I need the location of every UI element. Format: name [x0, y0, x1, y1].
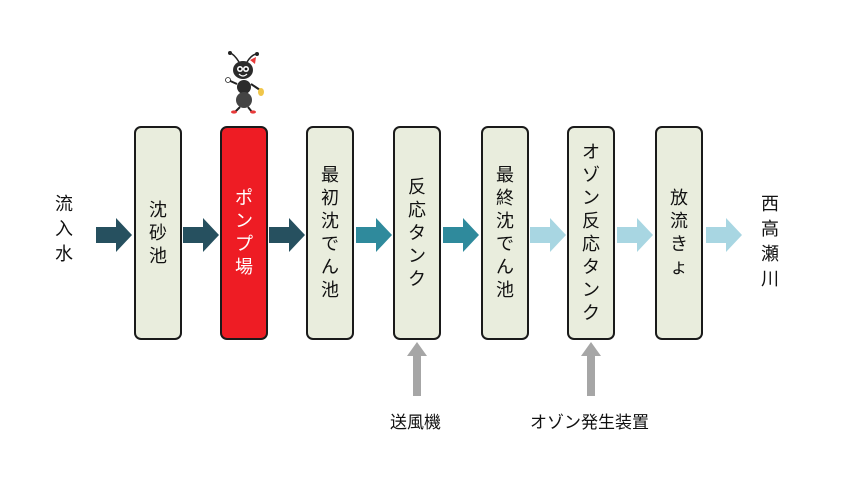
blower-label: 送風機 [390, 413, 441, 433]
flow-arrow-5 [443, 218, 479, 252]
label-char: 流 [670, 211, 688, 232]
label-char: 反 [582, 211, 600, 232]
label-char: 流 [55, 194, 73, 215]
label-char: ょ [670, 257, 688, 278]
flow-arrow-8 [706, 218, 742, 252]
label-char: プ [235, 234, 253, 255]
ozone-generator-label: オゾン発生装置 [530, 413, 649, 433]
label-char: 池 [149, 245, 167, 267]
inflow-label: 流入水 [52, 192, 76, 267]
label-char: 沈 [321, 211, 339, 232]
label-char: 場 [235, 257, 253, 278]
vertical-label-text: 最初沈でん池 [318, 164, 342, 302]
label-char: 西 [761, 194, 779, 215]
vertical-label-text: 流入水 [52, 192, 76, 267]
label-char: 瀬 [761, 244, 779, 265]
label-char: ん [496, 257, 514, 278]
label-char: 池 [496, 280, 514, 301]
ant-mascot-icon [225, 51, 264, 114]
label-char: 応 [582, 234, 600, 255]
label-char: ン [582, 280, 600, 301]
blower-input-arrow [407, 342, 427, 396]
flow-arrow-1 [96, 218, 132, 252]
label-char: ん [321, 257, 339, 278]
label-char: ン [235, 211, 253, 232]
flow-arrow-3 [269, 218, 305, 252]
label-char: ク [408, 268, 426, 290]
label-char: 最 [496, 165, 514, 186]
label-char: 沈 [149, 199, 167, 221]
label-char: で [496, 234, 514, 255]
label-char: ク [582, 303, 600, 324]
label-char: 池 [321, 280, 339, 301]
label-char: ン [582, 188, 600, 209]
label-char: ポ [235, 188, 253, 209]
label-char: 最 [321, 165, 339, 186]
label-char: タ [582, 257, 600, 278]
label-char: 入 [55, 219, 73, 240]
label-char: オ [582, 142, 600, 163]
label-char: 応 [408, 199, 426, 221]
label-char: 放 [670, 188, 688, 209]
label-char: 沈 [496, 211, 514, 232]
vertical-label-text: 沈砂池 [146, 199, 170, 268]
outflow-label: 西高瀬川 [758, 192, 782, 292]
flow-arrow-2 [183, 218, 219, 252]
label-char: 砂 [149, 222, 167, 244]
vertical-label-text: 放流きょ [667, 187, 691, 279]
vertical-label-text: ポンプ場 [232, 187, 256, 279]
vertical-label-text: オゾン反応タンク [579, 141, 603, 325]
label-char: 初 [321, 188, 339, 209]
label-char: 反 [408, 176, 426, 198]
flow-arrow-6 [530, 218, 566, 252]
stage-final-sedimentation: 最終沈でん池 [481, 126, 529, 340]
stage-ozone-reaction-tank: オゾン反応タンク [567, 126, 615, 340]
stage-discharge-channel: 放流きょ [655, 126, 703, 340]
stage-pump-station: ポンプ場 [220, 126, 268, 340]
vertical-label-text: 西高瀬川 [758, 192, 782, 292]
flow-arrow-4 [356, 218, 392, 252]
stage-grit-chamber: 沈砂池 [134, 126, 182, 340]
ozone-input-arrow [581, 342, 601, 396]
vertical-label-text: 最終沈でん池 [493, 164, 517, 302]
label-char: 水 [55, 244, 73, 265]
stage-primary-sedimentation: 最初沈でん池 [306, 126, 354, 340]
label-char: ン [408, 245, 426, 267]
label-char: 高 [761, 219, 779, 240]
label-char: 終 [496, 188, 514, 209]
label-char: 川 [761, 269, 779, 290]
stage-reaction-tank: 反応タンク [393, 126, 441, 340]
flow-arrow-7 [617, 218, 653, 252]
label-char: き [670, 234, 688, 255]
label-char: タ [408, 222, 426, 244]
label-char: で [321, 234, 339, 255]
label-char: ゾ [582, 165, 600, 186]
vertical-label-text: 反応タンク [405, 176, 429, 291]
